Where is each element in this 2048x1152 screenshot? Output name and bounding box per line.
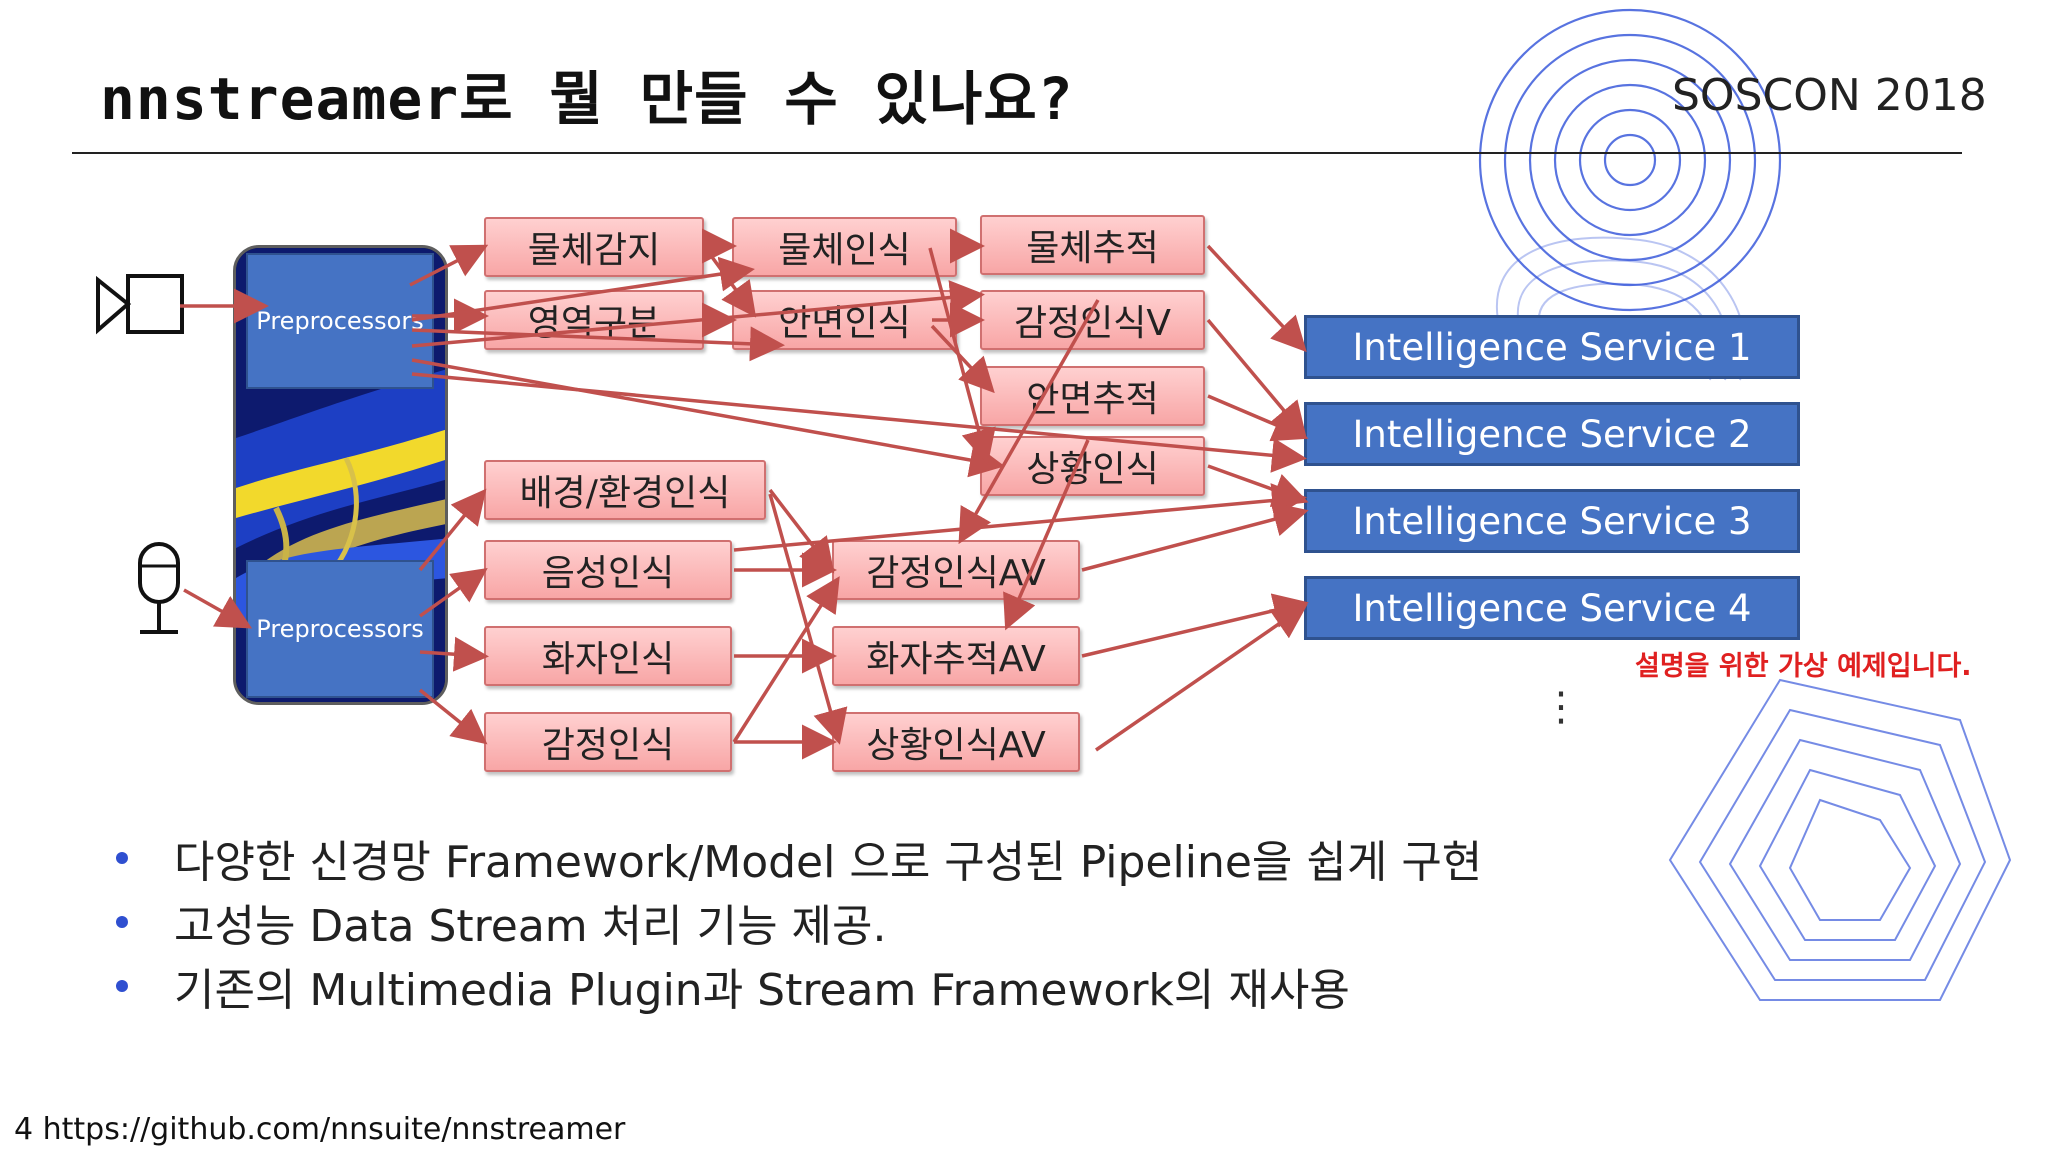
bullet-list: 다양한 신경망 Framework/Model 으로 구성된 Pipeline을… — [112, 826, 1482, 1018]
node-object-recognition: 물체인식 — [732, 217, 957, 277]
preprocessor-video: Preprocessors — [246, 253, 434, 389]
node-emotion-recognition: 감정인식 — [484, 712, 732, 772]
node-face-recognition: 안면인식 — [732, 290, 957, 350]
node-object-tracking: 물체추적 — [980, 215, 1205, 275]
node-object-detection: 물체감지 — [484, 217, 704, 277]
node-voice-recognition: 음성인식 — [484, 540, 732, 600]
footer: 4 https://github.com/nnsuite/nnstreamer — [14, 1112, 625, 1147]
node-background-recognition: 배경/환경인식 — [484, 460, 766, 520]
bullet-dot — [116, 916, 128, 928]
microphone-icon — [138, 542, 180, 634]
smartphone: Preprocessors Preprocessors — [233, 245, 448, 705]
slide-title: nnstreamer로 뭘 만들 수 있나요? — [100, 65, 1074, 133]
conference-label: SOSCON 2018 — [1672, 70, 1987, 121]
footer-link[interactable]: https://github.com/nnsuite/nnstreamer — [42, 1112, 626, 1147]
intelligence-service-2: Intelligence Service 2 — [1304, 402, 1800, 466]
intelligence-service-1: Intelligence Service 1 — [1304, 315, 1800, 379]
node-emotion-v: 감정인식V — [980, 290, 1205, 350]
intelligence-service-4: Intelligence Service 4 — [1304, 576, 1800, 640]
node-speaker-recognition: 화자인식 — [484, 626, 732, 686]
bullet-item: 다양한 신경망 Framework/Model 으로 구성된 Pipeline을… — [112, 826, 1482, 890]
page-number: 4 — [14, 1112, 34, 1147]
bullet-text: 고성능 Data Stream 처리 기능 제공. — [174, 901, 887, 952]
bullet-item: 기존의 Multimedia Plugin과 Stream Framework의… — [112, 954, 1482, 1018]
node-face-tracking: 안면추적 — [980, 366, 1205, 426]
disclaimer-note: 설명을 위한 가상 예제입니다. — [1635, 651, 1972, 682]
bullet-dot — [116, 852, 128, 864]
bullet-text: 기존의 Multimedia Plugin과 Stream Framework의… — [174, 965, 1350, 1016]
title-divider — [72, 152, 1962, 154]
bullet-dot — [116, 980, 128, 992]
node-speaker-tracking-av: 화자추적AV — [832, 626, 1080, 686]
node-region-segmentation: 영역구분 — [484, 290, 704, 350]
bullet-text: 다양한 신경망 Framework/Model 으로 구성된 Pipeline을… — [174, 837, 1483, 888]
node-emotion-av: 감정인식AV — [832, 540, 1080, 600]
more-services-ellipsis: ⋮ — [1541, 684, 1581, 730]
preprocessor-audio: Preprocessors — [246, 560, 434, 698]
node-situation-av: 상황인식AV — [832, 712, 1080, 772]
bullet-item: 고성능 Data Stream 처리 기능 제공. — [112, 890, 1482, 954]
node-situation-recognition: 상황인식 — [980, 436, 1205, 496]
intelligence-service-3: Intelligence Service 3 — [1304, 489, 1800, 553]
camera-icon — [96, 274, 184, 335]
